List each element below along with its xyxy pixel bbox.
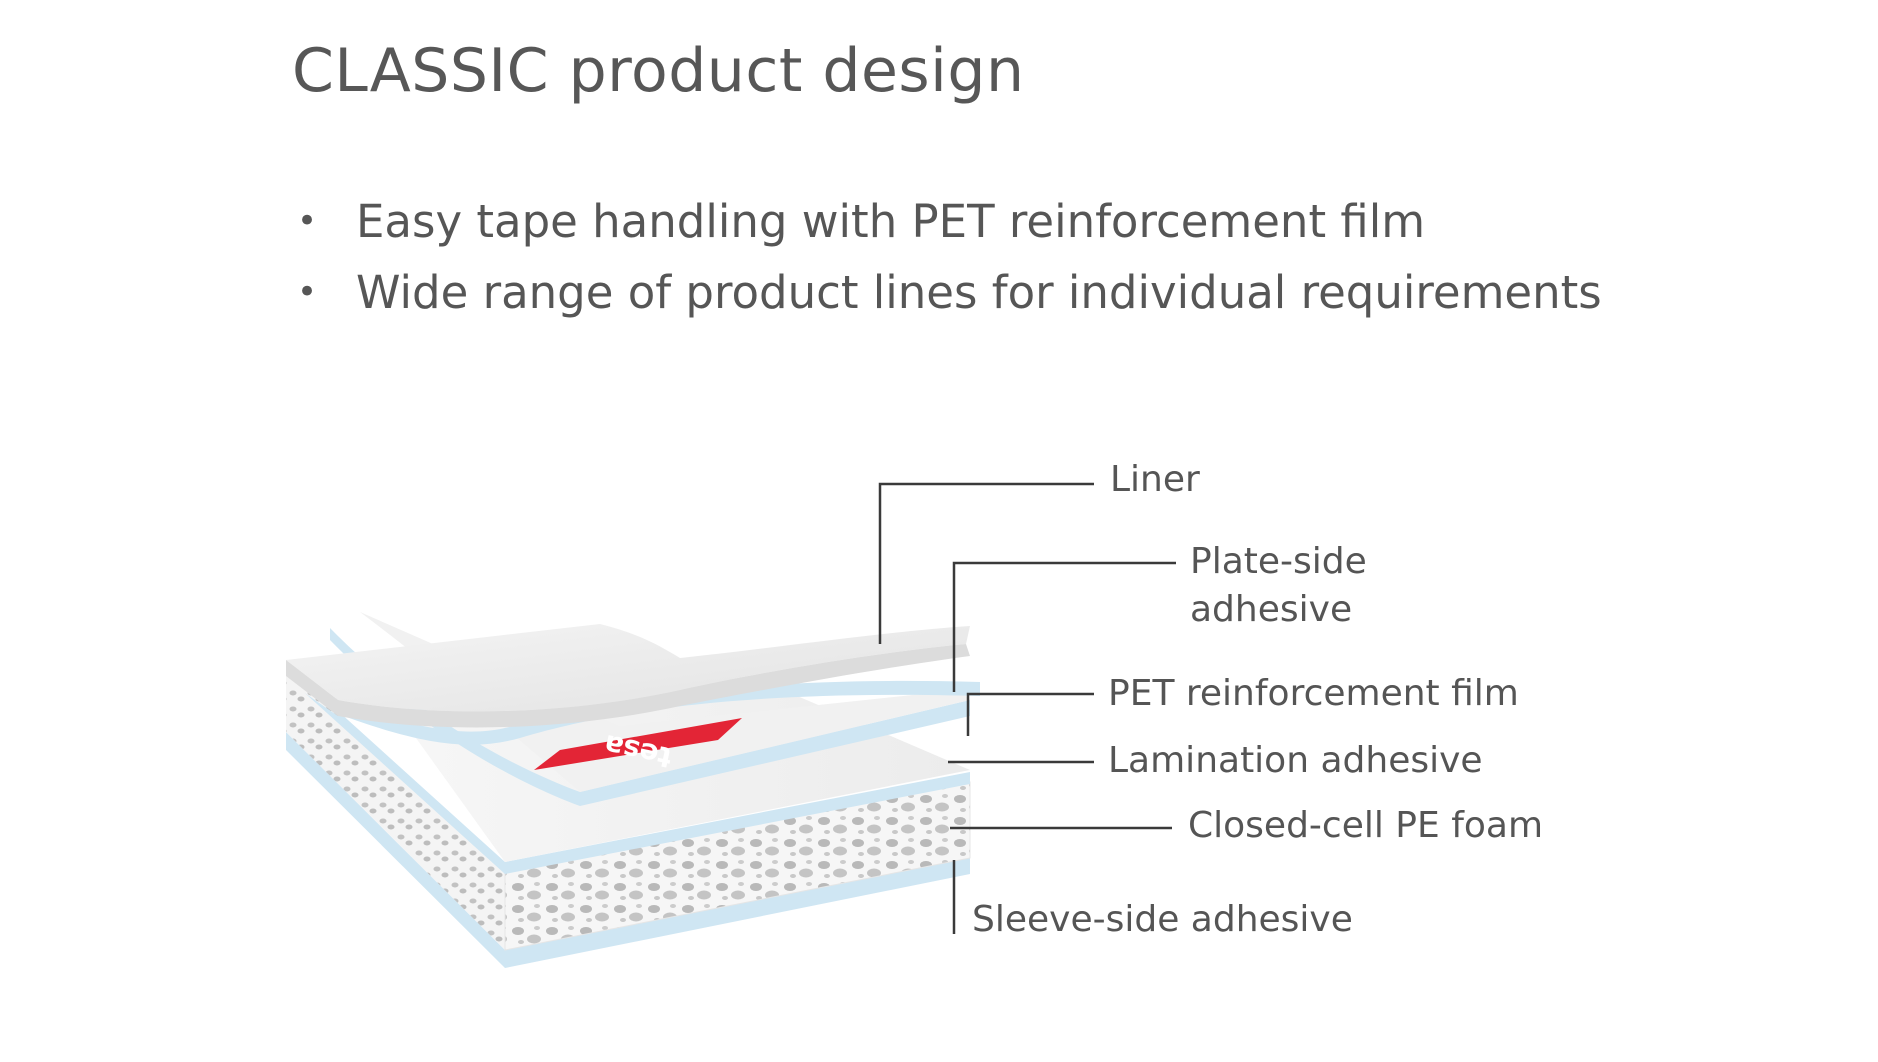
bullet-text: Easy tape handling with PET reinforcemen… — [356, 195, 1426, 248]
leader-lines — [878, 482, 1176, 934]
leader-line-liner — [878, 482, 1094, 644]
bullet-item: • Easy tape handling with PET reinforcem… — [292, 186, 1602, 257]
bullet-dot-icon: • — [297, 201, 318, 241]
label-plate-side-line2: adhesive — [1190, 589, 1353, 630]
leader-line-plate-side — [952, 561, 1176, 692]
label-sleeve-side: Sleeve-side adhesive — [972, 899, 1353, 940]
label-plate-side-line1: Plate-side — [1190, 541, 1367, 582]
leader-line-pet-film — [966, 692, 1094, 736]
lamination-adhesive-layer — [286, 664, 970, 874]
bullet-list: • Easy tape handling with PET reinforcem… — [292, 186, 1602, 328]
slide-title: CLASSIC product design — [292, 36, 1025, 106]
bullet-item: • Wide range of product lines for indivi… — [292, 257, 1602, 328]
label-liner: Liner — [1110, 459, 1200, 500]
bullet-text: Wide range of product lines for individu… — [356, 266, 1602, 319]
tesa-logo-icon — [534, 718, 742, 770]
sleeve-side-adhesive-layer — [286, 732, 970, 968]
label-lamination: Lamination adhesive — [1108, 740, 1483, 781]
label-pet-film: PET reinforcement film — [1108, 673, 1519, 714]
plate-side-adhesive-layer — [338, 680, 980, 745]
bullet-dot-icon: • — [297, 272, 318, 312]
liner-layer — [286, 624, 970, 728]
label-foam: Closed-cell PE foam — [1188, 805, 1544, 846]
